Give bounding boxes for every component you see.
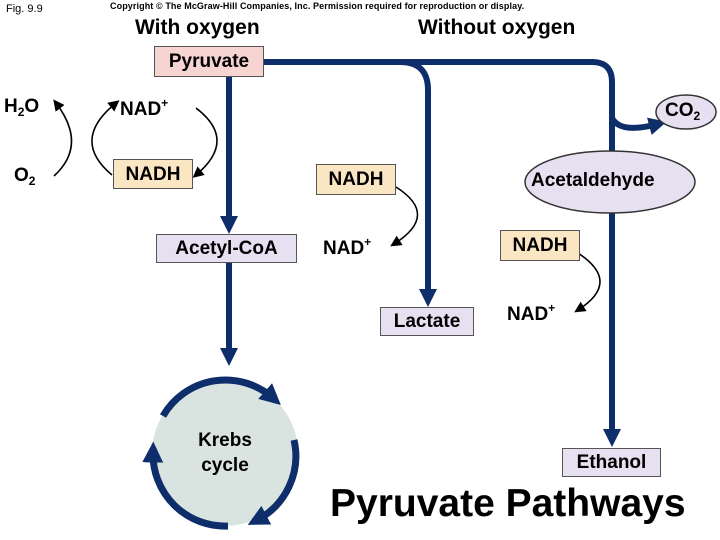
acetyl-coa-box: Acetyl-CoA [156, 234, 297, 263]
krebs-arc-left [142, 441, 229, 530]
pyruvate-label: Pyruvate [168, 51, 250, 72]
nadh-box-lactate: NADH [316, 164, 396, 195]
ethanol-box: Ethanol [562, 448, 661, 477]
redox-arrows [53, 99, 601, 313]
pyruvate-box: Pyruvate [154, 46, 264, 77]
h2o-label: H2O [4, 96, 40, 119]
acetaldehyde-label: Acetaldehyde [531, 170, 655, 191]
nad-plus-left: NAD+ [120, 96, 169, 120]
arrow-nadh-to-nad-ethanol [574, 252, 601, 313]
arrow-to-co2 [609, 116, 667, 135]
lactate-box: Lactate [380, 307, 474, 336]
nadh-box-ethanol: NADH [500, 230, 580, 261]
nad-plus-lactate: NAD+ [323, 235, 372, 259]
nad-plus-ethanol: NAD+ [507, 301, 556, 325]
copyright-notice: Copyright © The McGraw-Hill Companies, I… [110, 1, 525, 11]
heading-with-oxygen: With oxygen [135, 16, 260, 39]
co2-ellipse [655, 94, 717, 130]
ethanol-label: Ethanol [576, 452, 647, 473]
figure-label: Fig. 9.9 [6, 3, 43, 15]
krebs-arc-right [247, 439, 300, 525]
arrow-nadh-to-nad-left [91, 100, 120, 176]
arrow-nadh-to-nad-lactate [390, 186, 419, 247]
acetyl-coa-label: Acetyl-CoA [175, 238, 278, 259]
o2-label: O2 [14, 165, 36, 188]
main-arrows [220, 59, 667, 447]
arrow-nad-to-nadh-left [192, 107, 218, 178]
nadh-box-aerobic: NADH [113, 159, 193, 189]
krebs-cycle-ring [142, 376, 300, 530]
heading-without-oxygen: Without oxygen [418, 16, 576, 39]
acetaldehyde-ellipse [524, 150, 696, 214]
krebs-arc-top [159, 376, 281, 418]
arrow-to-lactate [399, 59, 437, 307]
diagram-title: Pyruvate Pathways [330, 482, 686, 525]
lactate-label: Lactate [393, 311, 461, 332]
arrow-o2-to-h2o [53, 99, 73, 177]
co2-label: CO2 [665, 100, 701, 123]
arrow-pyruvate-horizontal [262, 59, 615, 160]
krebs-cycle-label: Krebs cycle [198, 430, 252, 476]
